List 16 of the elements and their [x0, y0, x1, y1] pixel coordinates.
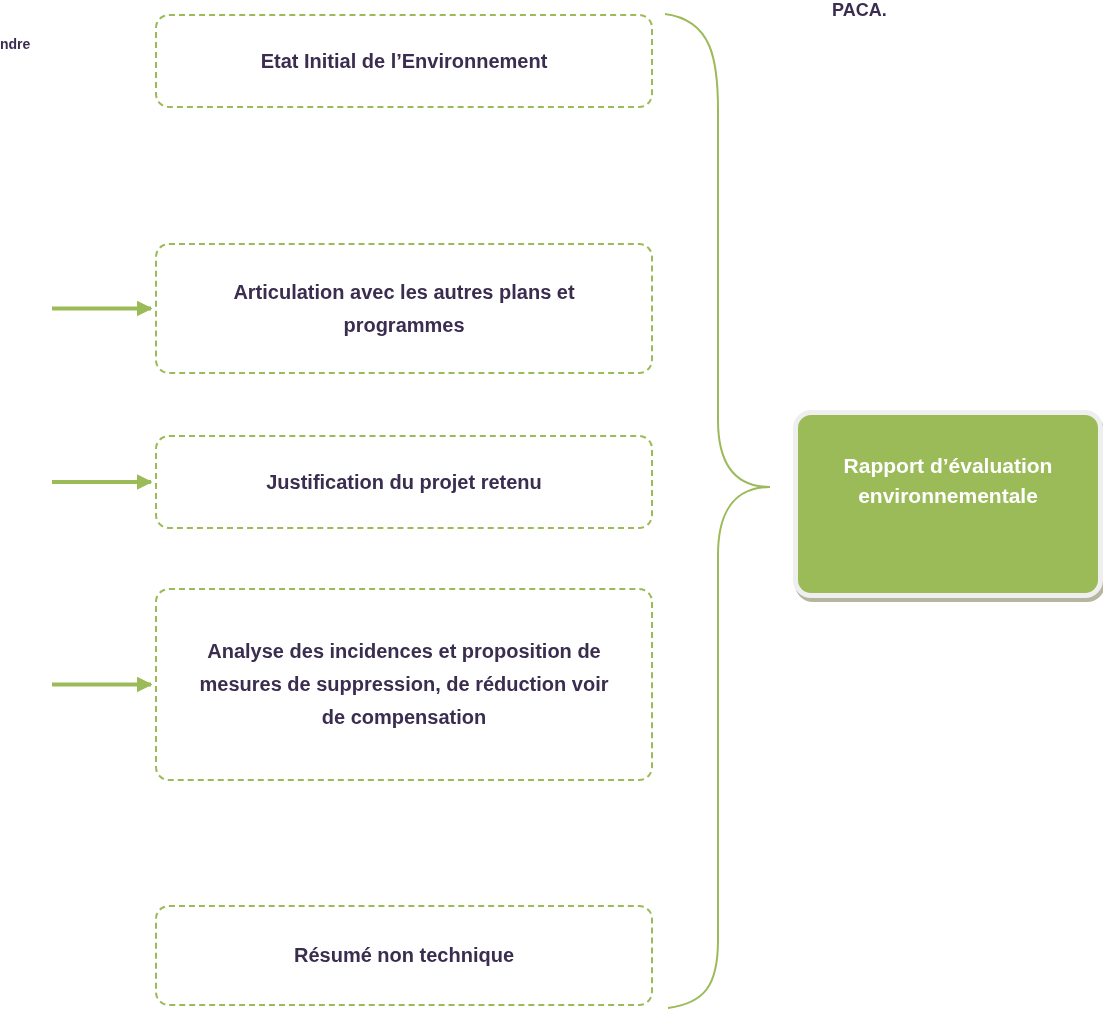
box-text: Articulation avec les autres plans et programmes [232, 279, 576, 338]
box-text: Résumé non technique [294, 943, 514, 968]
box-title: Rapport d’évaluation environnementale [842, 453, 1054, 509]
dashed-box [155, 905, 653, 1006]
dashed-box [155, 435, 653, 529]
arrow [52, 474, 153, 490]
text-fragment: PACA. [832, 0, 887, 20]
text-fragment: ndre [0, 35, 31, 54]
box-text: Justification du projet retenu [266, 469, 542, 495]
dashed-box [155, 588, 653, 781]
dashed-box [155, 14, 653, 108]
box-text: Etat Initial de l’Environnement [260, 48, 548, 74]
arrow [52, 300, 153, 317]
arrow [52, 676, 153, 693]
box-text: Analyse des incidences et proposition de mesures de suppression, de réduction voir de compensation [198, 639, 610, 730]
dashed-box [155, 243, 653, 374]
